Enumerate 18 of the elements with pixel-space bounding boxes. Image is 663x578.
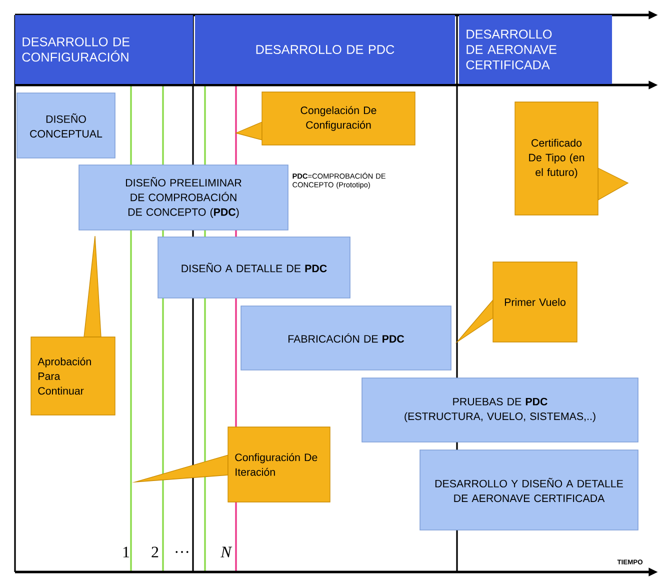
phase-header: DESARROLLO DE AERONAVE CERTIFICADA [459, 15, 612, 84]
ellipsis: … [176, 551, 188, 553]
callout-box: Aprobación Para Continuar [30, 236, 116, 416]
callout-box: Configuración De Iteración [132, 426, 330, 502]
task-box: DISEÑO A DETALLE DE PDC [158, 236, 350, 298]
task-box: FABRICACIÓN DE PDC [240, 306, 452, 370]
callout-box: Certificado De Tipo (en el futuro) [514, 102, 629, 216]
iteration-number: N [220, 546, 232, 558]
callout-box: Congelación De Configuración [234, 92, 416, 146]
callout-box: Primer Vuelo [455, 262, 578, 344]
task-box: PRUEBAS DE PDC (ESTRUCTURA, VUELO, SISTEMAS,..) [362, 378, 638, 442]
iteration-number: 2 [152, 546, 158, 558]
phase-header: DESARROLLO DE CONFIGURACIÓN [15, 15, 193, 84]
task-box: DESARROLLO Y DISEÑO A DETALLE DE AERONAVE CERTIFICADA [420, 450, 638, 530]
task-box: DISEÑO PREELIMINAR DE COMPROBACIÓN DE CONCEPTO (PDC) [78, 164, 288, 230]
iteration-number: 1 [123, 546, 130, 558]
task-box: DISEÑO CONCEPTUAL [16, 92, 116, 158]
phase-header: DESARROLLO DE PDC [195, 15, 455, 84]
